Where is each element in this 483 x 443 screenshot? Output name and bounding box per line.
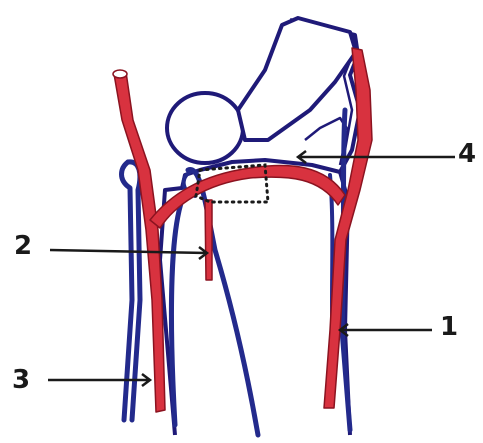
femoral-head — [167, 93, 243, 163]
label-2: 2 — [14, 231, 32, 261]
label-1: 1 — [440, 312, 458, 342]
label-4: 4 — [458, 139, 476, 169]
arrows — [48, 151, 455, 386]
label-3: 3 — [12, 365, 30, 395]
branch-artery — [205, 200, 212, 280]
arrow-1 — [340, 324, 432, 336]
